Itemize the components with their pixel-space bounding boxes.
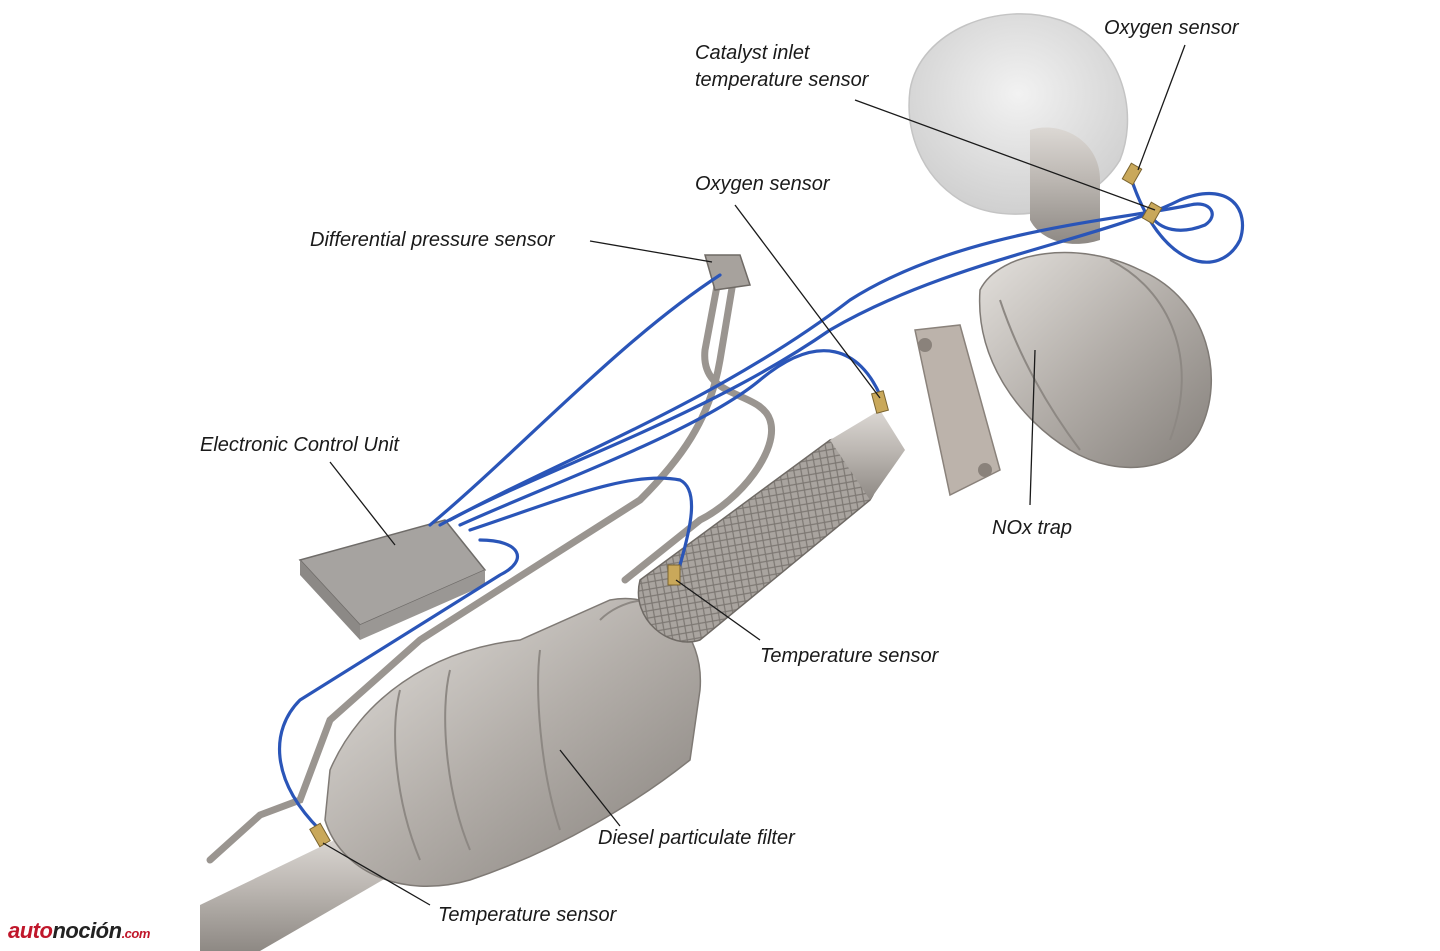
nox-trap-body bbox=[978, 251, 1212, 469]
tail-pipe bbox=[200, 835, 400, 951]
label-nox-trap: NOx trap bbox=[992, 517, 1073, 539]
diesel-particulate-filter-body bbox=[324, 597, 702, 888]
label-differential-pressure-sensor: Differential pressure sensor bbox=[310, 229, 555, 251]
label-temperature-sensor-mid: Temperature sensor bbox=[760, 645, 939, 667]
turbocharger bbox=[908, 13, 1129, 244]
label-temperature-sensor-bottom: Temperature sensor bbox=[438, 904, 617, 926]
flange-plate bbox=[914, 324, 1001, 497]
ecu-box bbox=[298, 519, 487, 640]
label-catalyst-inlet-line1: Catalyst inlet bbox=[695, 42, 810, 64]
logo-part-auto: auto bbox=[8, 918, 53, 943]
flex-pipe bbox=[637, 410, 905, 643]
label-oxygen-sensor-mid: Oxygen sensor bbox=[695, 173, 830, 195]
sensor-tips bbox=[309, 162, 1163, 848]
autonocion-logo: autonoción.com bbox=[8, 918, 150, 944]
pressure-hoses bbox=[206, 266, 775, 864]
differential-pressure-sensor-block bbox=[704, 254, 751, 291]
sensor-wires bbox=[277, 173, 1245, 832]
logo-part-com: .com bbox=[121, 926, 151, 941]
logo-part-nocion: noción bbox=[52, 918, 122, 943]
label-diesel-particulate-filter: Diesel particulate filter bbox=[598, 827, 795, 849]
leader-lines bbox=[322, 44, 1186, 906]
label-oxygen-sensor-top: Oxygen sensor bbox=[1104, 17, 1239, 39]
label-electronic-control-unit: Electronic Control Unit bbox=[200, 434, 399, 456]
label-catalyst-inlet-line2: temperature sensor bbox=[695, 69, 869, 91]
